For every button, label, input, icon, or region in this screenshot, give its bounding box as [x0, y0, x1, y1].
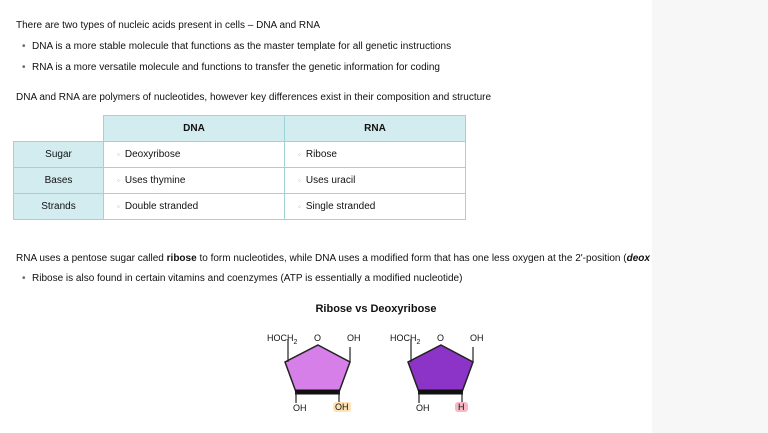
- ribose-ring-oxygen: O: [313, 333, 323, 343]
- bullet-ribose-vitamins: Ribose is also found in certain vitamins…: [22, 272, 462, 285]
- deoxyribose-ring-oxygen: O: [436, 333, 446, 343]
- cell-rna-sugar: ◦Ribose: [284, 141, 466, 168]
- cell-rna-bases: ◦Uses uracil: [284, 167, 466, 194]
- ribose-ring: [284, 344, 351, 393]
- row-label-strands: Strands: [13, 193, 104, 220]
- cell-dna-sugar: ◦Deoxyribose: [103, 141, 285, 168]
- content-area: There are two types of nucleic acids pre…: [0, 0, 652, 419]
- ribose-hoch2-label: HOCH2: [267, 333, 298, 346]
- ribose-oh-top: OH: [347, 333, 361, 343]
- row-label-bases: Bases: [13, 167, 104, 194]
- deoxyribose-oh-top: OH: [470, 333, 484, 343]
- table-row: Bases ◦Uses thymine ◦Uses uracil: [13, 167, 466, 194]
- intro-text: There are two types of nucleic acids pre…: [16, 20, 321, 31]
- cell-rna-strands: ◦Single stranded: [284, 193, 466, 220]
- deoxyribose-oh-bottom-left: OH: [416, 403, 430, 413]
- ribose-oh-bottom-right: OH: [333, 402, 351, 412]
- deoxyribose-hoch2-label: HOCH2: [390, 333, 421, 346]
- deoxyribose-h-bottom-right: H: [455, 402, 468, 412]
- cell-dna-bases: ◦Uses thymine: [103, 167, 285, 194]
- bullet-dna: DNA is a more stable molecule that funct…: [22, 40, 451, 53]
- polymer-text: DNA and RNA are polymers of nucleotides,…: [16, 92, 492, 103]
- ribose-text: RNA uses a pentose sugar called ribose t…: [16, 253, 650, 264]
- bullet-rna: RNA is a more versatile molecule and fun…: [22, 61, 440, 74]
- cell-dna-strands: ◦Double stranded: [103, 193, 285, 220]
- ribose-oh-bottom-left: OH: [293, 403, 307, 413]
- ribose-structure: [284, 339, 351, 403]
- table-corner: [13, 115, 104, 142]
- table-row: Sugar ◦Deoxyribose ◦Ribose: [13, 141, 466, 168]
- header-rna: RNA: [284, 115, 466, 142]
- table-row: Strands ◦Double stranded ◦Single strande…: [13, 193, 466, 220]
- table-header-row: DNA RNA: [13, 115, 466, 142]
- deoxyribose-structure: [407, 339, 474, 403]
- comparison-table: DNA RNA Sugar ◦Deoxyribose ◦Ribose Bases…: [13, 115, 466, 220]
- row-label-sugar: Sugar: [13, 141, 104, 168]
- header-dna: DNA: [103, 115, 285, 142]
- deoxyribose-ring: [407, 344, 474, 393]
- right-gutter: [652, 0, 768, 433]
- figure-title: Ribose vs Deoxyribose: [315, 303, 437, 315]
